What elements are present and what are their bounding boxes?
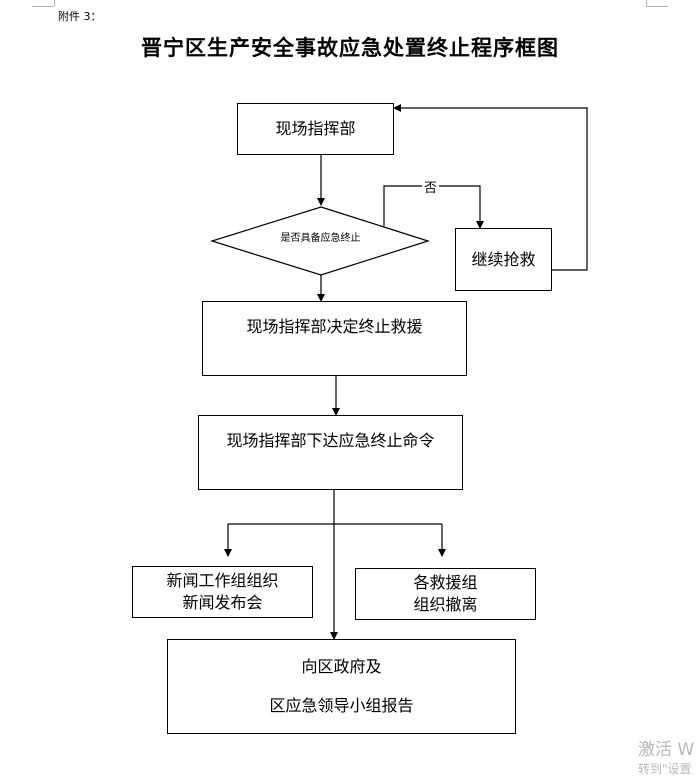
node-issue-order-label: 现场指挥部下达应急终止命令 bbox=[226, 431, 435, 450]
node-rescue-groups-line2: 组织撤离 bbox=[413, 595, 478, 614]
node-report-line2: 区应急领导小组报告 bbox=[269, 695, 414, 715]
page-corner-mark-right-v bbox=[646, 0, 647, 6]
activation-watermark-line1: 激活 W bbox=[638, 740, 695, 760]
page-corner-mark-left bbox=[32, 6, 54, 7]
page-corner-mark-left-v bbox=[54, 0, 55, 6]
node-decide-end: 现场指挥部决定终止救援 bbox=[202, 301, 467, 376]
node-decide-end-label: 现场指挥部决定终止救援 bbox=[246, 317, 423, 336]
activation-watermark-line2: 转到"设置 bbox=[638, 762, 692, 776]
node-rescue-groups-line1: 各救援组 bbox=[413, 573, 478, 593]
node-continue-rescue: 继续抢救 bbox=[455, 228, 552, 291]
node-rescue-groups: 各救援组 组织撤离 bbox=[355, 568, 536, 620]
page-title: 晋宁区生产安全事故应急处置终止程序框图 bbox=[141, 36, 559, 60]
node-news-group-line2: 新闻发布会 bbox=[182, 593, 263, 612]
node-report-line1: 向区政府及 bbox=[301, 657, 382, 677]
node-report: 向区政府及 区应急领导小组报告 bbox=[167, 639, 516, 734]
decision-diamond bbox=[209, 206, 430, 276]
attachment-label: 附件 3： bbox=[58, 10, 102, 23]
node-news-group-line1: 新闻工作组组织 bbox=[166, 571, 279, 591]
node-continue-rescue-label: 继续抢救 bbox=[471, 249, 536, 269]
arrow-continue-back-to-command bbox=[393, 104, 588, 271]
node-decision-label: 是否具备应急终止 bbox=[280, 233, 361, 244]
node-command-label: 现场指挥部 bbox=[275, 119, 356, 139]
node-command: 现场指挥部 bbox=[237, 103, 394, 155]
page-corner-mark-right bbox=[646, 6, 668, 7]
node-news-group: 新闻工作组组织 新闻发布会 bbox=[132, 566, 313, 618]
branch-no-label: 否 bbox=[422, 177, 440, 196]
node-issue-order: 现场指挥部下达应急终止命令 bbox=[198, 415, 463, 490]
